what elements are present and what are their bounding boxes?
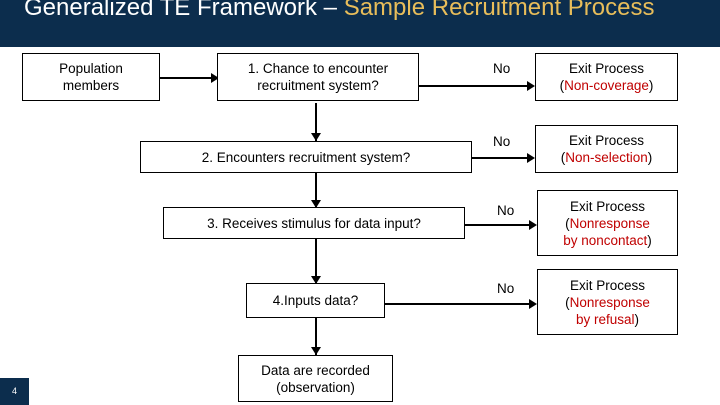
- arrowhead-step2-to-step3: [311, 200, 321, 208]
- end-line-1: Data are recorded: [261, 362, 370, 378]
- exit-3-reason-line-1: (Nonresponse: [565, 215, 650, 232]
- exit-2-reason: (Non-selection): [561, 149, 653, 166]
- step-1-line-2: recruitment system?: [257, 78, 379, 93]
- arrowhead-step3-to-step4: [311, 276, 321, 284]
- page-number: 4: [11, 386, 17, 396]
- flow-box-step-2[interactable]: 2. Encounters recruitment system?: [140, 141, 472, 173]
- branch-label-no-1: No: [493, 61, 511, 76]
- exit-3-paren-close: ): [647, 232, 652, 248]
- arrowhead-step4-to-exit4: [529, 299, 537, 309]
- title-segment-white: Generalized TE Framework –: [24, 0, 344, 21]
- title-segment-gold: Sample Recruitment Process: [343, 0, 655, 21]
- arrowhead-start-to-step1: [211, 73, 219, 83]
- step-4-label: 4.Inputs data?: [272, 293, 359, 308]
- flow-box-end-data-recorded[interactable]: Data are recorded (observation): [238, 355, 393, 402]
- branch-label-no-2: No: [493, 134, 511, 149]
- exit-2-paren-open: (: [560, 150, 566, 165]
- flow-box-step-3[interactable]: 3. Receives stimulus for data input?: [163, 207, 465, 239]
- exit-1-reason: (Non-coverage): [560, 77, 654, 94]
- exit-3-paren-open: (: [565, 215, 570, 231]
- connector-step1-to-step2: [315, 103, 317, 141]
- exit-4-reason-text: Nonresponse: [569, 294, 650, 310]
- exit-2-line-1: Exit Process: [568, 133, 645, 148]
- exit-1-line-1: Exit Process: [568, 61, 645, 76]
- exit-box-nonresponse-refusal[interactable]: Exit Process (Nonresponse by refusal): [537, 269, 678, 335]
- exit-2-reason-text: Non-selection: [565, 150, 648, 165]
- exit-4-reason-text-2: by refusal: [575, 311, 635, 327]
- exit-3-reason-text: Nonresponse: [569, 215, 650, 231]
- exit-4-line-1: Exit Process: [569, 277, 646, 293]
- step-1-line-1: 1. Chance to encounter: [247, 61, 389, 76]
- step-2-label: 2. Encounters recruitment system?: [201, 149, 411, 165]
- page-number-tab: 4: [0, 378, 29, 405]
- arrowhead-step4-to-end: [311, 347, 321, 355]
- page-title: Generalized TE Framework – Sample Recrui…: [24, 0, 714, 22]
- exit-box-non-selection[interactable]: Exit Process (Non-selection): [535, 125, 678, 173]
- exit-box-nonresponse-noncontact[interactable]: Exit Process (Nonresponse by noncontact): [537, 190, 678, 256]
- exit-4-paren-open: (: [565, 294, 570, 310]
- population-line-1: Population: [59, 61, 123, 76]
- step-3-label: 3. Receives stimulus for data input?: [207, 215, 421, 231]
- exit-3-reason-line-2: by noncontact): [563, 232, 652, 249]
- exit-3-reason-text-2: by noncontact: [563, 232, 648, 248]
- arrowhead-step3-to-exit3: [529, 220, 537, 230]
- exit-box-non-coverage[interactable]: Exit Process (Non-coverage): [535, 53, 678, 101]
- slide-header-band: Generalized TE Framework – Sample Recrui…: [0, 0, 720, 47]
- connector-step2-to-step3: [315, 173, 317, 207]
- exit-4-reason-line-2: by refusal): [576, 311, 639, 328]
- connector-step3-to-exit3: [465, 224, 532, 226]
- exit-2-paren-close: ): [647, 150, 653, 165]
- flow-box-step-4[interactable]: 4.Inputs data?: [246, 283, 385, 318]
- connector-start-to-step1: [160, 77, 213, 79]
- exit-4-reason-line-1: (Nonresponse: [565, 294, 650, 311]
- exit-4-paren-close: ): [634, 311, 640, 327]
- exit-1-reason-text: Non-coverage: [564, 78, 649, 93]
- arrowhead-step2-to-exit2: [527, 153, 535, 163]
- connector-step4-to-end: [315, 318, 317, 355]
- branch-label-no-4: No: [497, 281, 515, 296]
- connector-step3-to-step4: [315, 239, 317, 283]
- arrowhead-step1-to-exit1: [527, 81, 535, 91]
- exit-1-paren-open: (: [559, 78, 565, 93]
- arrowhead-step1-to-step2: [311, 133, 321, 141]
- connector-step4-to-exit4: [385, 303, 532, 305]
- connector-step1-to-exit1: [419, 85, 530, 87]
- branch-label-no-3: No: [497, 203, 515, 218]
- flow-box-step-1[interactable]: 1. Chance to encounter recruitment syste…: [217, 53, 419, 101]
- flow-box-population-members[interactable]: Population members: [22, 53, 160, 101]
- end-line-2: (observation): [276, 379, 355, 395]
- connector-step2-to-exit2: [472, 157, 530, 159]
- exit-1-paren-close: ): [648, 78, 654, 93]
- population-line-2: members: [62, 78, 120, 93]
- exit-3-line-1: Exit Process: [569, 198, 646, 214]
